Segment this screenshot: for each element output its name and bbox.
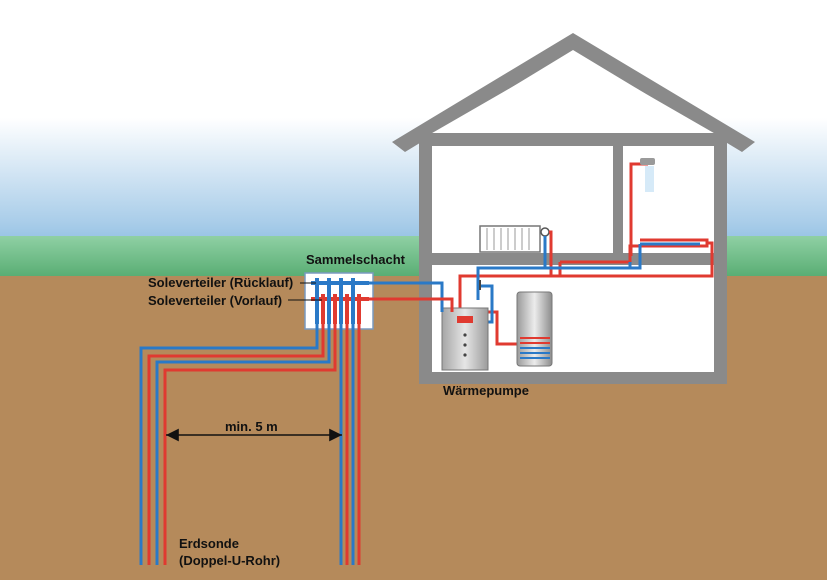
floor-heating-coil <box>560 238 709 264</box>
heat-pump-label: Wärmepumpe <box>443 383 529 398</box>
heat-pump-unit <box>441 307 489 371</box>
floor-basement <box>419 372 727 384</box>
brine-distributor-return-label: Soleverteiler (Rücklauf) <box>148 275 294 290</box>
floor-heating-coil-return <box>707 241 714 272</box>
min-distance-label: min. 5 m <box>225 419 278 434</box>
ground-probe-left <box>139 324 337 565</box>
house-gable-fill <box>420 52 726 372</box>
connection-pipes <box>369 281 454 312</box>
house-pipes <box>458 230 714 346</box>
room-divider-wall <box>613 146 623 256</box>
radiator <box>479 225 550 253</box>
shower <box>629 158 655 256</box>
house <box>392 33 755 384</box>
floor-upper <box>419 253 727 265</box>
collection-shaft-label: Sammelschacht <box>306 252 405 267</box>
brine-distributor-flow-label: Soleverteiler (Vorlauf) <box>148 293 283 308</box>
storage-tank <box>516 291 553 367</box>
ground-probe-label-line1: Erdsonde <box>179 536 239 551</box>
collection-shaft <box>304 272 374 330</box>
ceiling-top <box>419 133 727 146</box>
ground-probe-right <box>339 324 361 565</box>
ground-probe-label-line2: (Doppel-U-Rohr) <box>179 553 281 568</box>
